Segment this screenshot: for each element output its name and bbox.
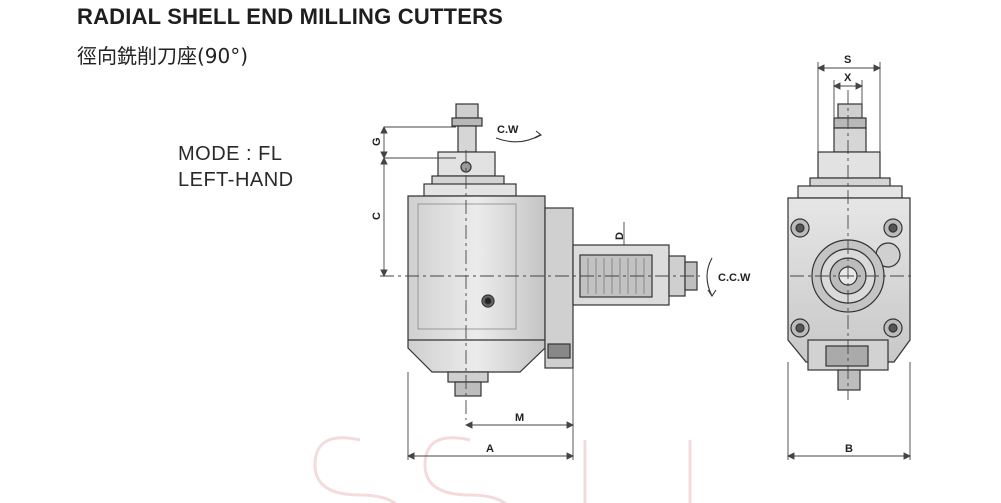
front-view: [787, 90, 912, 400]
watermark: [313, 436, 692, 503]
hand-line: LEFT-HAND: [178, 169, 294, 191]
mode-line: MODE : FL: [178, 143, 283, 165]
rotation-ccw: C.C.W: [706, 257, 751, 297]
dim-label-c: C: [371, 212, 383, 220]
dim-label-s: S: [844, 54, 851, 66]
svg-text:C.W: C.W: [497, 124, 519, 136]
side-view: [380, 103, 700, 420]
page-title: RADIAL SHELL END MILLING CUTTERS: [77, 4, 504, 29]
rotation-cw: C.W: [495, 124, 543, 143]
svg-text:C.C.W: C.C.W: [718, 272, 751, 284]
dim-label-g: G: [371, 137, 383, 146]
dim-label-b: B: [845, 443, 853, 455]
mode-label: MODE : FL LEFT-HAND: [178, 141, 294, 193]
dimension-lines-front: [786, 62, 912, 460]
dim-label-d: D: [614, 232, 626, 240]
page-subtitle: 徑向銑削刀座(90°): [77, 44, 249, 68]
dim-label-a: A: [486, 443, 494, 455]
dim-label-m: M: [515, 412, 524, 424]
dim-label-x: X: [844, 72, 852, 84]
dimension-lines-side: [380, 125, 625, 460]
